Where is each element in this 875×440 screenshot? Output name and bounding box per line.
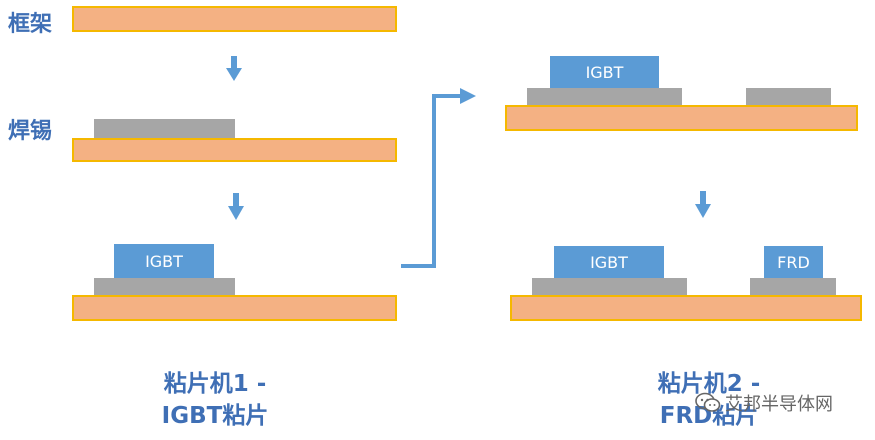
igbt-chip-stage4: IGBT xyxy=(550,56,659,88)
solder-label: 焊锡 xyxy=(8,119,53,144)
solder-frd-stage5 xyxy=(750,278,836,297)
lead-frame-stage5 xyxy=(510,295,862,321)
solder-igbt-stage5 xyxy=(532,278,687,297)
down-arrow-2 xyxy=(228,193,244,220)
caption-right: 粘片机2 - FRD粘片 xyxy=(624,368,794,432)
frd-chip-stage5: FRD xyxy=(764,246,823,278)
wechat-icon xyxy=(695,392,721,412)
igbt-chip-step3: IGBT xyxy=(114,244,214,278)
igbt-chip-stage5: IGBT xyxy=(554,246,664,278)
watermark-text: 艾邦半导体网 xyxy=(725,394,833,415)
solder-frd-stage4 xyxy=(746,88,831,106)
caption-right-line1: 粘片机2 - xyxy=(657,371,761,397)
solder-step2 xyxy=(94,119,235,138)
lead-frame-step3 xyxy=(72,295,397,321)
caption-left: 粘片机1 - IGBT粘片 xyxy=(130,368,300,432)
down-arrow-3 xyxy=(695,191,711,218)
transfer-arrow xyxy=(401,88,476,268)
caption-left-line1: 粘片机1 - xyxy=(163,371,267,397)
frame-label: 框架 xyxy=(8,12,53,37)
solder-step3 xyxy=(94,278,235,297)
lead-frame-step1 xyxy=(72,6,397,32)
watermark: 艾邦半导体网 xyxy=(695,390,833,416)
down-arrow-1 xyxy=(226,56,242,81)
lead-frame-step2 xyxy=(72,138,397,162)
caption-left-line2: IGBT粘片 xyxy=(161,403,269,429)
lead-frame-stage4 xyxy=(505,105,858,131)
solder-igbt-stage4 xyxy=(527,88,682,106)
